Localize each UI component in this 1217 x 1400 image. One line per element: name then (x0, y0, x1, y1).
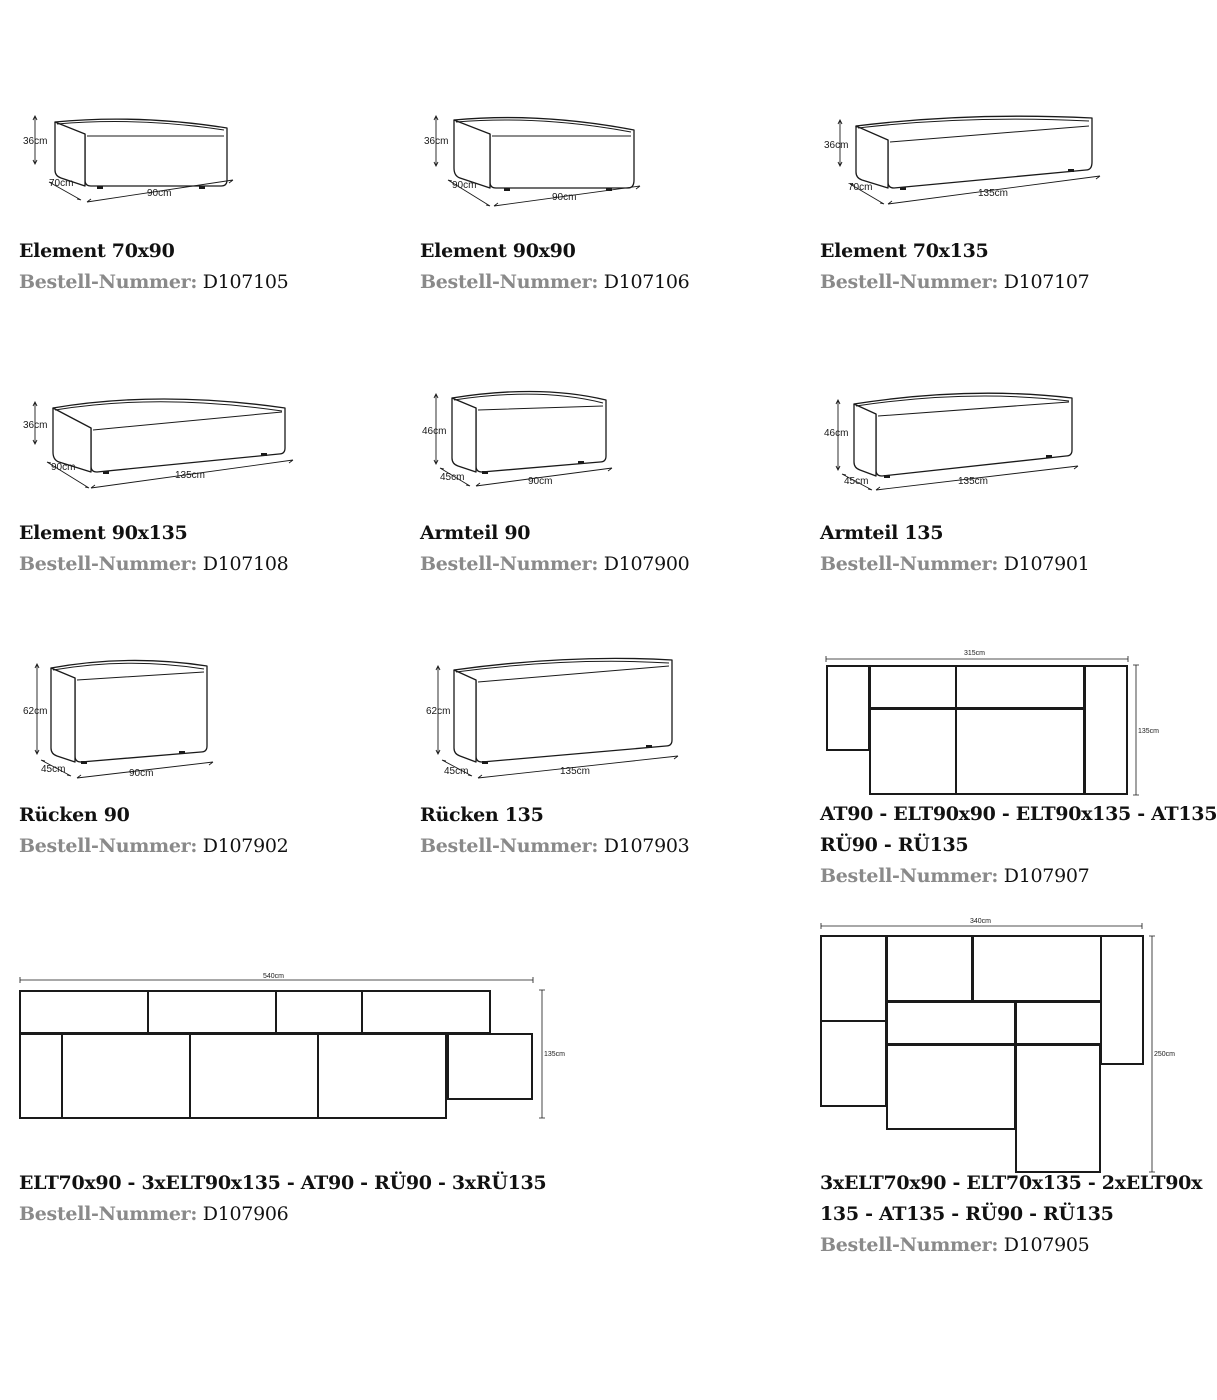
order-number-line: Bestell-Nummer: D107106 (420, 267, 690, 298)
combo-plan-d107906: 540cm 135cm (19, 973, 565, 1119)
order-number-value: D107903 (603, 835, 690, 857)
dim-height-label: 36cm (23, 136, 47, 147)
order-number-value: D107907 (1003, 865, 1090, 887)
dim-depth-label: 90cm (452, 180, 476, 191)
product-title: Armteil 90 (420, 522, 531, 544)
order-number-line: Bestell-Nummer: D107901 (820, 549, 1090, 580)
dim-height-label: 46cm (824, 428, 848, 439)
product-title: Rücken 90 (19, 804, 130, 826)
plan-depth-label: 135cm (1138, 728, 1159, 735)
order-number-line: Bestell-Nummer: D107905 (820, 1230, 1090, 1261)
order-number-label: Bestell-Nummer: (19, 835, 198, 857)
dim-depth-label: 70cm (848, 182, 872, 193)
product-drawing-at90: 46cm 45cm 90cm (422, 390, 613, 487)
order-number-label: Bestell-Nummer: (19, 271, 198, 293)
order-number-value: D107906 (202, 1203, 289, 1225)
dim-width-label: 90cm (147, 188, 171, 199)
product-title: Element 70x135 (820, 240, 989, 262)
product-drawing-elt90x90: 36cm 90cm 90cm (424, 114, 641, 207)
order-number-label: Bestell-Nummer: (19, 553, 198, 575)
product-card-elt70x90: 36cm 70cm 90cm Element 70x90 Bestell-Num… (19, 100, 379, 300)
order-number-value: D107902 (202, 835, 289, 857)
order-number-value: D107901 (1003, 553, 1090, 575)
product-card-ru90: 62cm 45cm 90cm Rücken 90 Bestell-Nummer:… (19, 650, 379, 870)
product-title: Rücken 135 (420, 804, 544, 826)
combo-title-line-1: AT90 - ELT90x90 - ELT90x135 - AT135 (820, 803, 1217, 825)
plan-width-label: 340cm (970, 918, 991, 925)
combo-card-d107905: 340cm 250cm 3xELT70x90 - ELT70x135 - 2xE… (820, 914, 1202, 1264)
order-number-line: Bestell-Nummer: D107108 (19, 549, 289, 580)
plan-depth-label: 250cm (1154, 1051, 1175, 1058)
plan-width-label: 540cm (263, 973, 284, 980)
order-number-value: D107106 (603, 271, 690, 293)
product-title: Armteil 135 (820, 522, 944, 544)
dim-depth-label: 45cm (844, 476, 868, 487)
product-card-at135: 46cm 45cm 135cm Armteil 135 Bestell-Numm… (820, 382, 1180, 582)
dim-width-label: 90cm (129, 768, 153, 779)
order-number-value: D107900 (603, 553, 690, 575)
dim-depth-label: 70cm (49, 178, 73, 189)
combo-plan-d107907: 315cm 135cm (825, 650, 1159, 796)
dim-height-label: 62cm (23, 706, 47, 717)
dim-depth-label: 45cm (41, 764, 65, 775)
product-drawing-ru135: 62cm 45cm 135cm (426, 657, 679, 779)
order-number-value: D107105 (202, 271, 289, 293)
product-drawing-at135: 46cm 45cm 135cm (824, 392, 1079, 491)
product-drawing-elt70x90: 36cm 70cm 90cm (23, 114, 234, 203)
product-title: Element 70x90 (19, 240, 175, 262)
combo-card-d107906: 540cm 135cm ELT70x90 - 3xELT90x135 - AT9… (19, 970, 579, 1230)
combo-card-d107907: 315cm 135cm AT90 - ELT90x90 - ELT90x135 … (820, 645, 1217, 895)
order-number-line: Bestell-Nummer: D107902 (19, 831, 289, 862)
order-number-label: Bestell-Nummer: (820, 865, 999, 887)
order-number-label: Bestell-Nummer: (420, 271, 599, 293)
dim-width-label: 135cm (560, 766, 590, 777)
dim-width-label: 135cm (958, 476, 988, 487)
dim-height-label: 62cm (426, 706, 450, 717)
dim-height-label: 46cm (422, 426, 446, 437)
dim-width-label: 135cm (978, 188, 1008, 199)
combo-title-line-2: RÜ90 - RÜ135 (820, 834, 969, 856)
dim-width-label: 90cm (552, 192, 576, 203)
plan-depth-label: 135cm (544, 1051, 565, 1058)
product-card-ru135: 62cm 45cm 135cm Rücken 135 Bestell-Numme… (420, 650, 780, 870)
combo-title-line-1: ELT70x90 - 3xELT90x135 - AT90 - RÜ90 - 3… (19, 1172, 547, 1194)
order-number-value: D107108 (202, 553, 289, 575)
dim-depth-label: 90cm (51, 462, 75, 473)
product-drawing-ru90: 62cm 45cm 90cm (23, 659, 214, 779)
order-number-value: D107905 (1003, 1234, 1090, 1256)
dim-width-label: 135cm (175, 470, 205, 481)
order-number-label: Bestell-Nummer: (820, 1234, 999, 1256)
order-number-label: Bestell-Nummer: (19, 1203, 198, 1225)
order-number-label: Bestell-Nummer: (420, 553, 599, 575)
product-title: Element 90x135 (19, 522, 188, 544)
combo-title-line-1: 3xELT70x90 - ELT70x135 - 2xELT90x (820, 1172, 1203, 1194)
dim-depth-label: 45cm (444, 766, 468, 777)
plan-width-label: 315cm (964, 650, 985, 657)
order-number-line: Bestell-Nummer: D107906 (19, 1199, 289, 1230)
product-card-elt90x135: 36cm 90cm 135cm Element 90x135 Bestell-N… (19, 382, 379, 582)
product-title: Element 90x90 (420, 240, 576, 262)
order-number-line: Bestell-Nummer: D107105 (19, 267, 289, 298)
dim-width-label: 90cm (528, 476, 552, 487)
combo-plan-d107905: 340cm 250cm (820, 918, 1175, 1173)
product-card-elt70x135: 36cm 70cm 135cm Element 70x135 Bestell-N… (820, 100, 1180, 300)
order-number-value: D107107 (1003, 271, 1090, 293)
product-card-elt90x90: 36cm 90cm 90cm Element 90x90 Bestell-Num… (420, 100, 780, 300)
product-drawing-elt90x135: 36cm 90cm 135cm (23, 398, 294, 489)
order-number-label: Bestell-Nummer: (420, 835, 599, 857)
order-number-line: Bestell-Nummer: D107907 (820, 861, 1090, 892)
order-number-line: Bestell-Nummer: D107903 (420, 831, 690, 862)
product-drawing-elt70x135: 36cm 70cm 135cm (824, 115, 1101, 205)
product-card-at90: 46cm 45cm 90cm Armteil 90 Bestell-Nummer… (420, 382, 780, 582)
dim-height-label: 36cm (23, 420, 47, 431)
combo-title-line-2: 135 - AT135 - RÜ90 - RÜ135 (820, 1203, 1114, 1225)
order-number-line: Bestell-Nummer: D107107 (820, 267, 1090, 298)
order-number-label: Bestell-Nummer: (820, 271, 999, 293)
order-number-line: Bestell-Nummer: D107900 (420, 549, 690, 580)
order-number-label: Bestell-Nummer: (820, 553, 999, 575)
dim-depth-label: 45cm (440, 472, 464, 483)
dim-height-label: 36cm (424, 136, 448, 147)
dim-height-label: 36cm (824, 140, 848, 151)
